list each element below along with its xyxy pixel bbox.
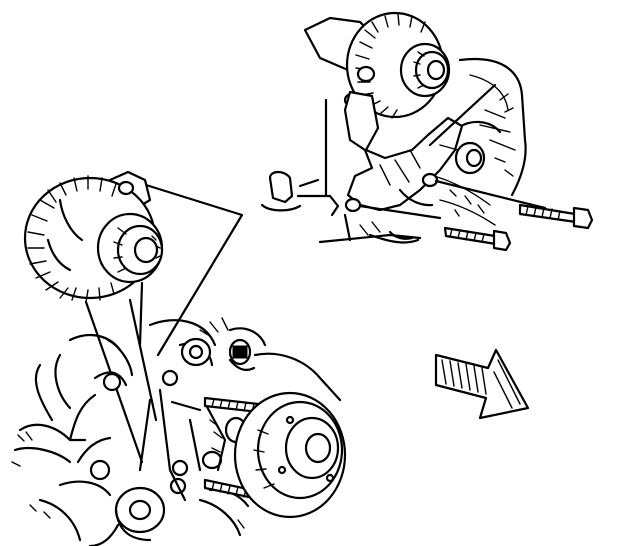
alternator-large-fins bbox=[27, 175, 117, 303]
mounting-bolt-lower bbox=[443, 226, 512, 252]
front-of-vehicle-arrow-icon bbox=[434, 348, 530, 420]
mounting-bolt-upper bbox=[518, 203, 594, 230]
lower-main-view bbox=[11, 170, 347, 546]
lower-pulley bbox=[114, 486, 166, 542]
idler-pulley bbox=[439, 141, 486, 175]
alignment-lines bbox=[318, 83, 547, 244]
lower-detail-cables bbox=[359, 221, 420, 244]
alternator-mounting-bracket bbox=[343, 90, 464, 213]
harmonic-balancer bbox=[233, 391, 347, 519]
engine-block-detail bbox=[429, 57, 527, 226]
bracket-spacer bbox=[260, 170, 340, 217]
engine-front-assembly bbox=[11, 317, 342, 546]
alternator-detail bbox=[303, 11, 451, 119]
alternator-installed bbox=[23, 170, 164, 303]
upper-detail-view bbox=[260, 11, 594, 252]
